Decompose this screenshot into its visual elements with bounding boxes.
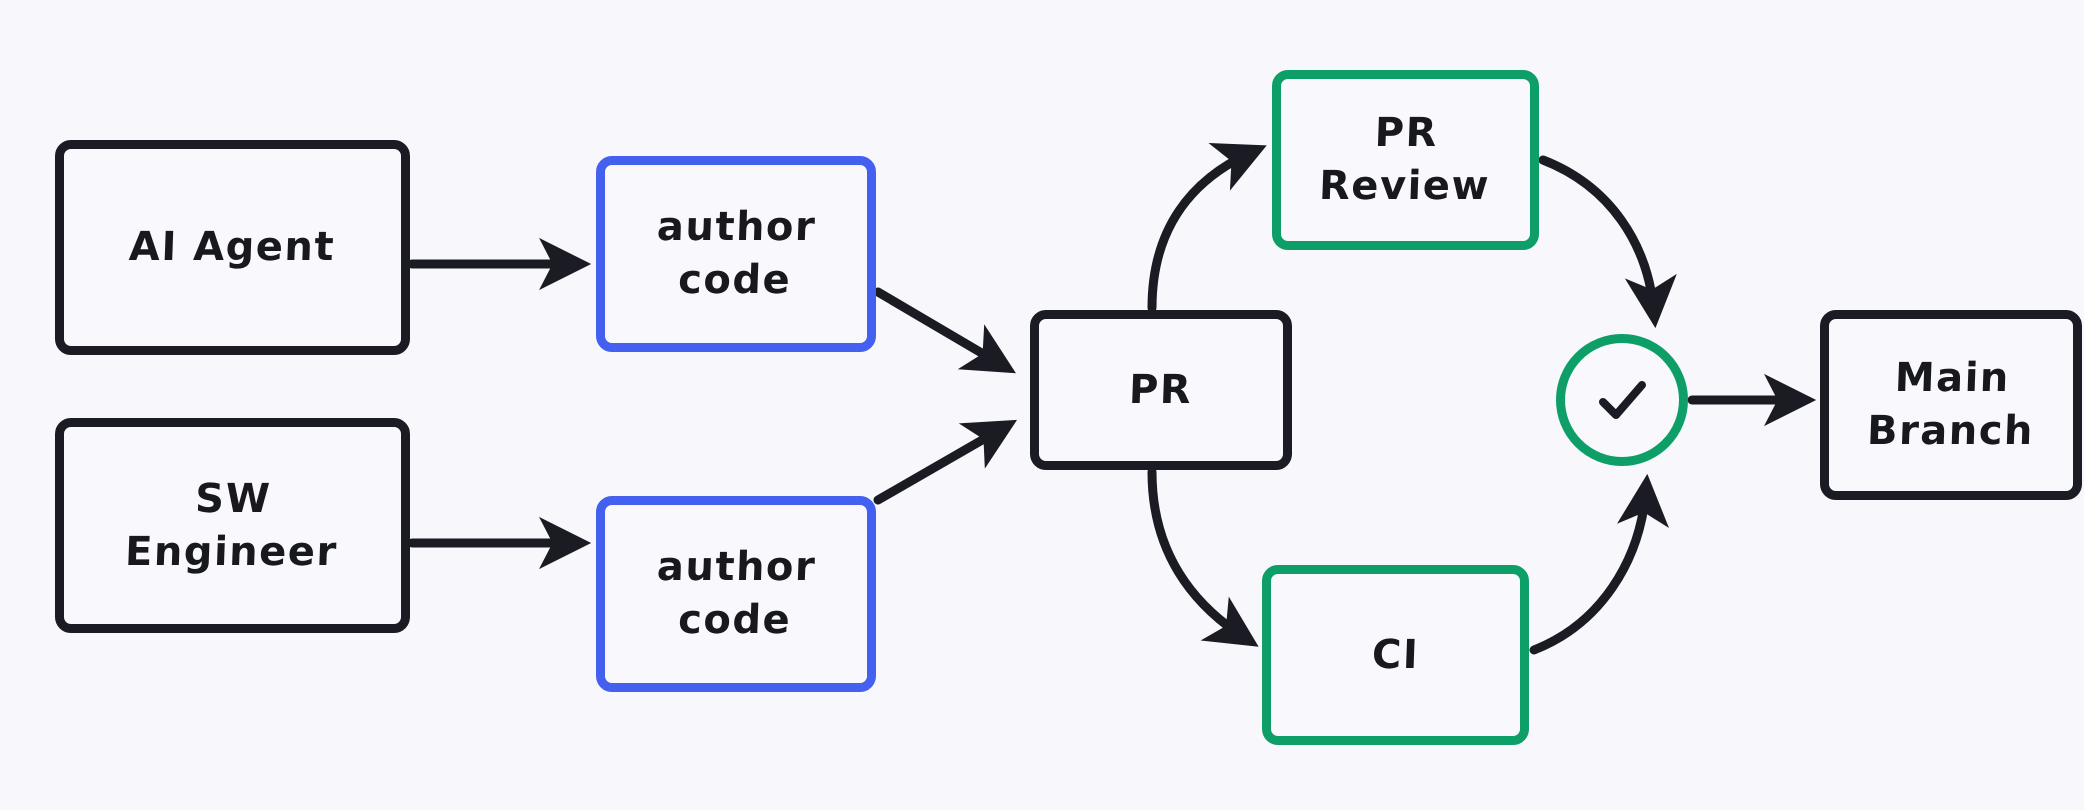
node-pr[interactable]: PR [1030, 310, 1292, 470]
node-sw-engineer[interactable]: SW Engineer [55, 418, 410, 633]
node-sw-engineer-label: SW Engineer [124, 475, 339, 575]
node-pr-label: PR [1128, 366, 1194, 413]
edge-pr-to-pr-review [1147, 143, 1267, 313]
node-author-code-top[interactable]: author code [596, 156, 876, 352]
node-ci-label: CI [1371, 631, 1420, 678]
node-author-code-bottom-label: author code [656, 544, 818, 643]
node-pr-review-label: PR Review [1318, 110, 1491, 209]
node-ai-agent-label: AI Agent [128, 224, 337, 271]
node-ci[interactable]: CI [1262, 565, 1529, 745]
node-main-branch[interactable]: Main Branch [1820, 310, 2082, 500]
edge-pr-to-ci [1147, 467, 1259, 647]
node-author-code-bottom[interactable]: author code [596, 496, 876, 692]
node-author-code-top-label: author code [656, 204, 818, 303]
node-check-circle[interactable] [1556, 334, 1688, 466]
edge-pr-review-to-check [1538, 155, 1677, 329]
node-pr-review[interactable]: PR Review [1272, 70, 1539, 250]
edge-author-code-top-to-pr [873, 287, 1016, 374]
edge-author-code-bottom-to-pr [873, 419, 1018, 505]
node-ai-agent[interactable]: AI Agent [55, 140, 410, 355]
edge-ci-to-check [1529, 473, 1670, 655]
node-main-branch-label: Main Branch [1865, 355, 2035, 454]
check-icon [1599, 381, 1646, 419]
